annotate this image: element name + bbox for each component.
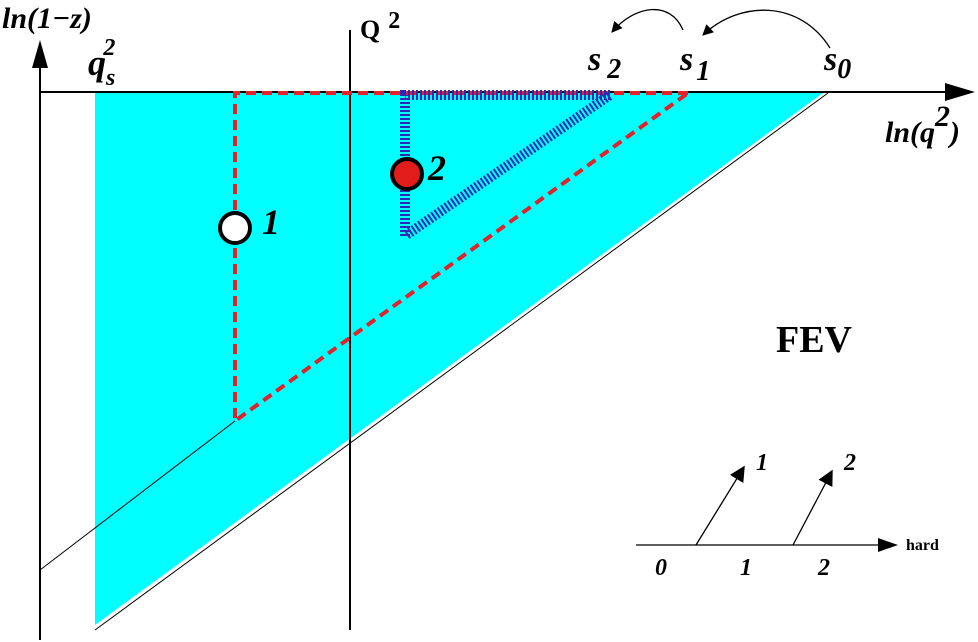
inset-arrow-1 [695,465,745,546]
phase-space-region [95,93,823,625]
x-axis-label: ln(q2) [885,100,960,149]
inset-tick-1: 1 [740,555,752,581]
arrow-s1-to-s2 [611,8,684,33]
inset-arrow-2-label: 2 [843,450,856,476]
y-axis-arrowhead [32,40,48,68]
inset-hard-axis-arrowhead [878,538,898,552]
emission-1-marker [218,211,252,245]
x-axis-arrowhead [945,83,975,101]
s0-label: s0 [823,41,851,85]
fev-label: FEV [776,319,853,361]
boundary-line-lower [94,92,829,631]
inset-tick-2: 2 [817,555,830,581]
boundary-line-left [39,420,236,571]
emission-1-label: 1 [262,202,280,242]
inset-arrow-2 [792,469,833,546]
arrow-s0-to-s1 [702,9,831,49]
inset-arrow-1-label: 1 [756,450,768,476]
inset-tick-0: 0 [655,555,667,581]
qs-squared-label: qs2 [88,35,115,91]
emission-2-marker [390,157,424,191]
emission-2-label: 2 [427,148,446,188]
y-axis-label: ln(1−z) [2,2,92,35]
inset-axis-label: hard [906,537,939,554]
